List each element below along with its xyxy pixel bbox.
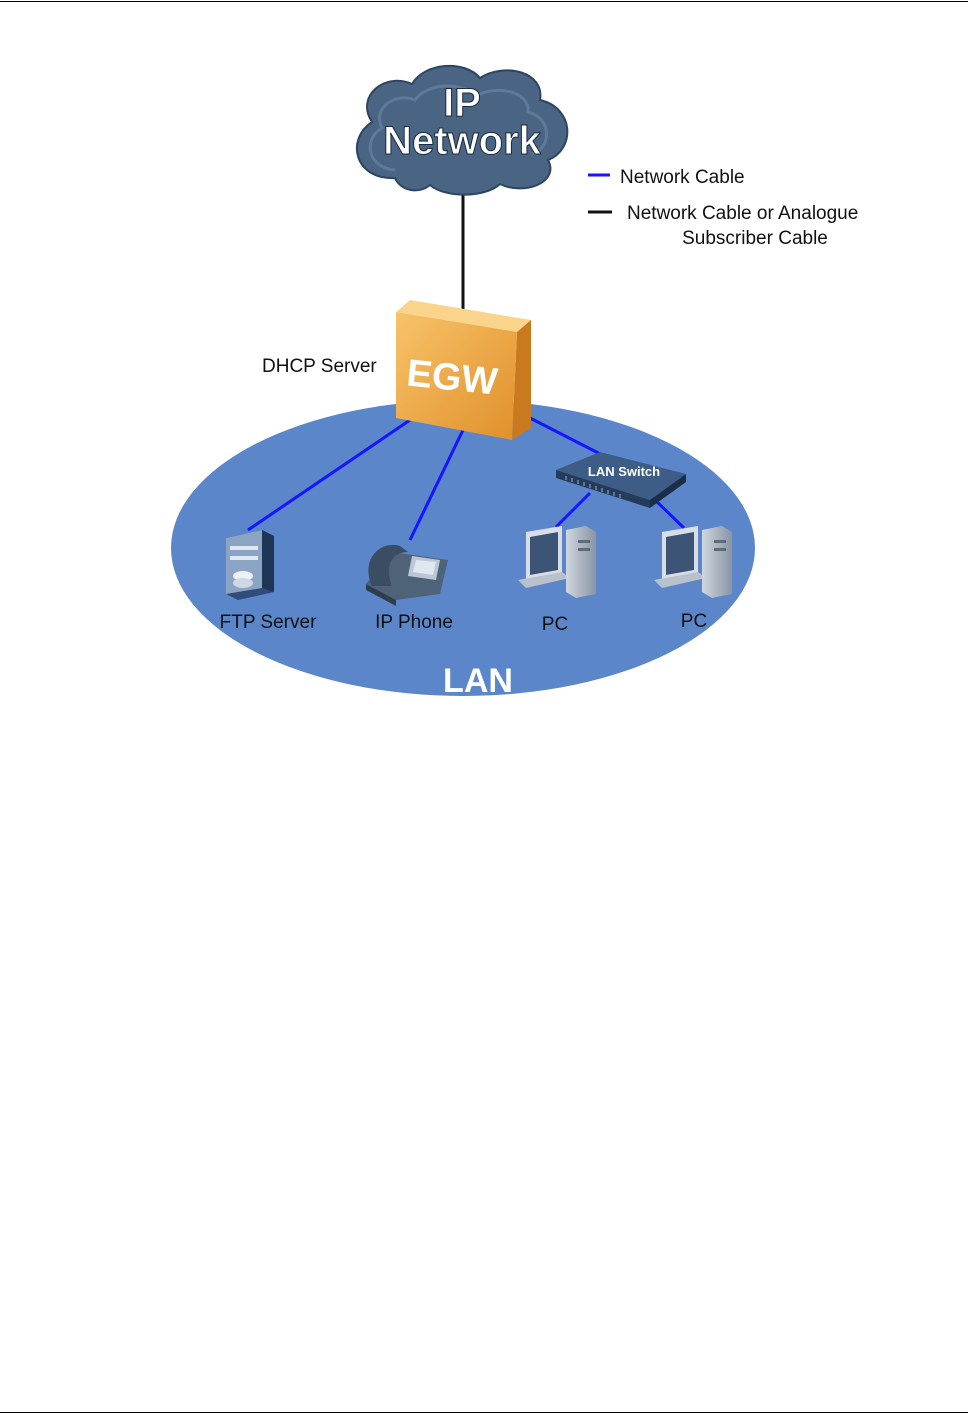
server-icon <box>226 530 274 600</box>
network-diagram: LAN IP Network Network Cable Network Cab… <box>0 0 968 760</box>
dhcp-server-label: DHCP Server <box>262 356 377 377</box>
cloud-label-line2: Network <box>383 119 542 163</box>
ftp-server-label: FTP Server <box>220 612 317 633</box>
lan-label: LAN <box>443 662 513 700</box>
ip-phone-label: IP Phone <box>375 612 453 633</box>
legend-analogue-cable-label-1: Network Cable or Analogue <box>627 203 858 224</box>
pc-2-label: PC <box>681 611 707 632</box>
bottom-rule <box>0 1412 968 1413</box>
legend-network-cable-label: Network Cable <box>620 167 745 188</box>
lan-switch-label: LAN Switch <box>588 464 660 479</box>
pc-1-label: PC <box>542 614 568 635</box>
legend-analogue-cable-label-2: Subscriber Cable <box>682 228 828 249</box>
